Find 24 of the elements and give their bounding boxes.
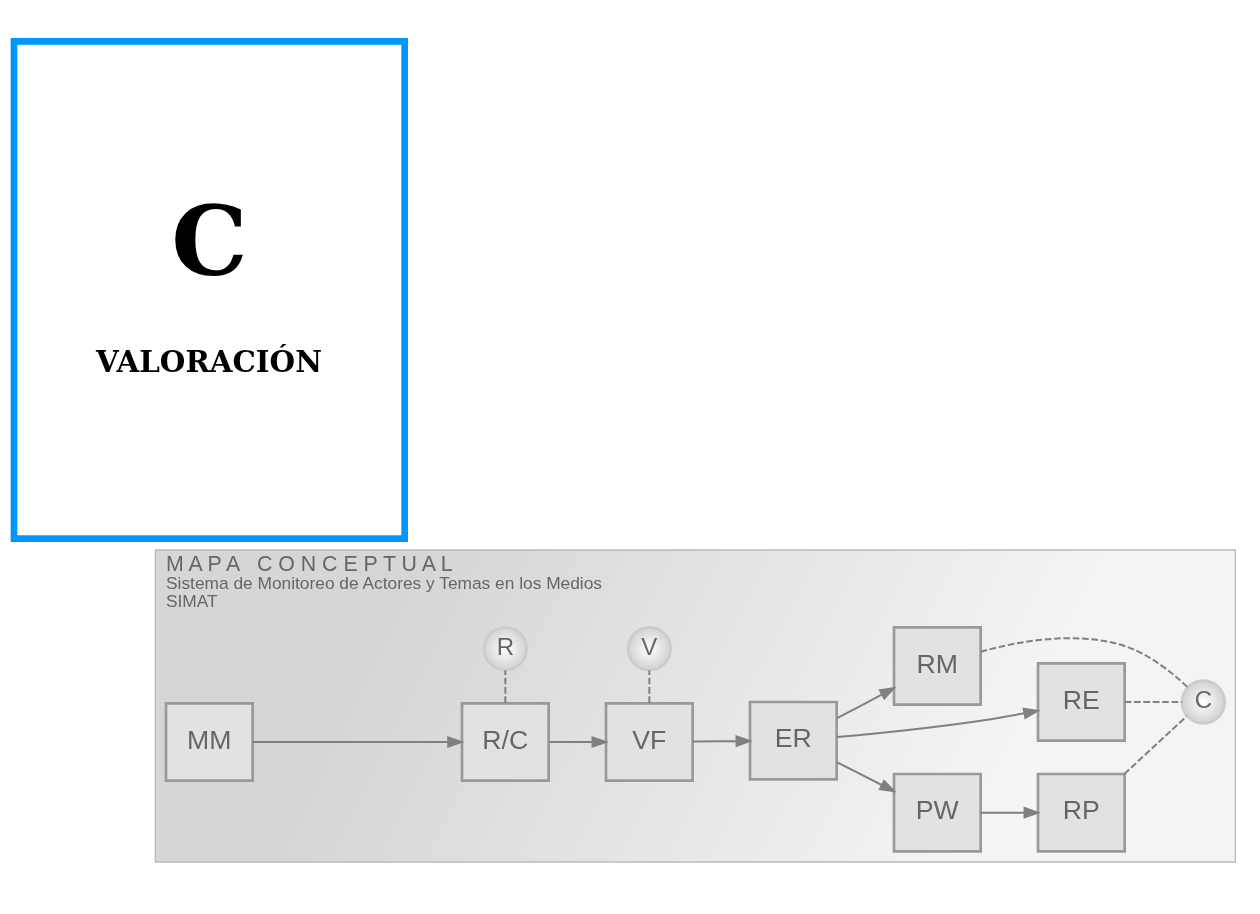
node-box: RM xyxy=(892,626,982,706)
node-box: MM xyxy=(164,702,254,782)
node-box: RE xyxy=(1036,662,1126,742)
node-circle: R xyxy=(482,626,528,672)
arrow xyxy=(835,761,897,793)
node-circle: C xyxy=(1180,679,1226,725)
connector xyxy=(504,669,507,704)
node-box: ER xyxy=(748,700,838,781)
connector xyxy=(979,637,1189,689)
arrow xyxy=(979,806,1041,819)
node-circle: V xyxy=(626,626,672,672)
arrow xyxy=(835,686,897,720)
arrow xyxy=(691,735,753,748)
arrow xyxy=(835,707,1041,739)
arrow xyxy=(251,735,465,749)
connector xyxy=(648,669,651,704)
node-box: VF xyxy=(604,702,694,782)
node-box: R/C xyxy=(460,702,550,782)
connector xyxy=(1123,715,1188,775)
arrow xyxy=(547,735,609,749)
node-box: C VALORACIÓN xyxy=(10,38,408,542)
connector xyxy=(1123,701,1183,703)
node-box: PW xyxy=(892,772,982,853)
node-box: RP xyxy=(1036,772,1126,853)
